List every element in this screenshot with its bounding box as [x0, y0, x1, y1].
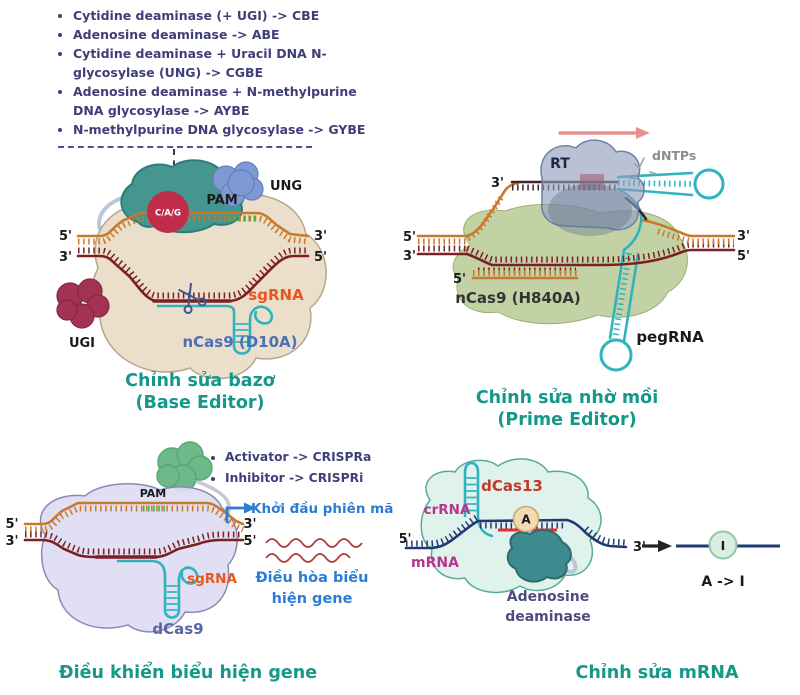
ung-label: UNG	[270, 179, 302, 194]
result-arrow	[642, 540, 672, 552]
title-line: (Base Editor)	[135, 392, 265, 413]
strand-end-label: 5'	[59, 229, 72, 244]
title-line: Chỉnh sửa mRNA	[575, 663, 739, 683]
dcas9-label: dCas9	[152, 620, 203, 638]
legend-item: Adenosine deaminase -> ABE	[73, 25, 379, 44]
strand-end-label: 3'	[59, 250, 72, 265]
dna-teeth	[657, 228, 734, 245]
inosine-base-label: I	[721, 538, 726, 553]
title-line: Chỉnh sửa bazơ	[125, 371, 275, 391]
transcription-start-arrow	[225, 502, 256, 523]
dntps-label: dNTPs	[652, 148, 696, 163]
strand-end-label: 3'	[491, 176, 504, 191]
adenosine-deaminase-blob	[506, 529, 572, 583]
scissors-icon	[178, 282, 207, 314]
title-line: Chỉnh sửa nhờ mồi	[475, 388, 659, 408]
crrna-hairpin	[463, 461, 494, 538]
strand-end-label: 5'	[314, 250, 327, 265]
reverse-transcriptase-blob	[540, 139, 645, 236]
pam-label: PAM	[206, 193, 237, 208]
rt-label: RT	[550, 156, 570, 172]
sgrna-hairpin	[116, 559, 199, 619]
sgrna-label: sgRNA	[187, 571, 237, 587]
base-editor-diagram: UNG PAM C/A/G sgRNA	[56, 159, 327, 380]
deaminase-label: Adenosine	[507, 589, 590, 605]
edited-base-circle	[147, 191, 189, 233]
inosine-base-circle	[708, 530, 738, 560]
title-line: (Prime Editor)	[497, 409, 637, 430]
strand-end-label: 3'	[314, 229, 327, 244]
sgrna-hairpin	[156, 304, 274, 355]
edited-base-label: C/A/G	[155, 209, 181, 219]
pegrna-label: pegRNA	[636, 328, 704, 346]
strand-end-label: 3'	[633, 540, 646, 555]
base-editor-legend: Cytidine deaminase (+ UGI) -> CBE Adenos…	[56, 6, 379, 139]
mrna-editing-diagram: A dCas13 crRNA 5' mRNA 3' Adenosine deam…	[400, 458, 780, 625]
legend-item: Cytidine deaminase + Uracil DNA N-glycos…	[73, 44, 379, 82]
legend-item: N-methylpurine DNA glycosylase -> GYBE	[73, 120, 379, 139]
strand-end-label: 5'	[400, 532, 412, 547]
gene-regulation-diagram: PAM sgRNA dCas9 Khởi đầu phiên mã Điều h…	[5, 441, 393, 638]
gene-regulation-title: Điều khiển biểu hiện gene	[8, 663, 368, 685]
strand-end-label: 3'	[243, 517, 256, 532]
regulation-caption: Điều hòa biểu	[256, 569, 369, 586]
legend-item: Adenosine deaminase + N-methylpurine DNA…	[73, 82, 379, 120]
ugi-label: UGI	[69, 336, 95, 351]
dna-teeth	[465, 241, 734, 263]
adenosine-base-circle	[512, 505, 540, 533]
mrna-squiggles	[265, 538, 363, 563]
legend-item: Inhibitor -> CRISPRi	[225, 468, 405, 489]
strand-end-label: 3'	[737, 229, 750, 244]
deaminase-label: deaminase	[505, 609, 591, 625]
dcas13-label: dCas13	[481, 477, 543, 495]
extension-direction-arrow	[558, 127, 650, 139]
mrna-label: mRNA	[411, 555, 459, 571]
pam-label: PAM	[140, 487, 167, 500]
ung-protein-blob	[212, 161, 264, 207]
dntp-particles	[629, 157, 657, 180]
ugi-protein-blob	[56, 278, 110, 329]
ncas9-label: nCas9 (H840A)	[455, 289, 581, 307]
crrna-label: crRNA	[424, 502, 471, 518]
ncas9-label: nCas9 (D10A)	[182, 333, 297, 351]
strand-end-label: 5'	[403, 230, 416, 245]
gene-regulation-legend: Activator -> CRISPRa Inhibitor -> CRISPR…	[208, 447, 405, 489]
strand-end-label: 5'	[243, 534, 256, 549]
transcription-start-label: Khởi đầu phiên mã	[251, 500, 393, 517]
regulation-caption: hiện gene	[272, 591, 353, 607]
prime-editor-diagram: RT dNTPs 3' 5' 3' 5' 3' 5' nCas9 (H840A)…	[403, 127, 750, 372]
strand-end-label: 3'	[5, 534, 18, 549]
conversion-label: A -> I	[701, 574, 744, 590]
legend-item: Activator -> CRISPRa	[225, 447, 405, 468]
mrna-teeth	[584, 526, 627, 546]
adenosine-base-label: A	[521, 513, 531, 527]
legend-item: Cytidine deaminase (+ UGI) -> CBE	[73, 6, 379, 25]
title-line: Điều khiển biểu hiện gene	[58, 663, 318, 683]
mrna-editing-title: Chỉnh sửa mRNA	[495, 663, 800, 685]
prime-editor-title: Chỉnh sửa nhờ mồi (Prime Editor)	[407, 388, 727, 431]
sgrna-label: sgRNA	[248, 286, 304, 304]
strand-end-label: 5'	[737, 249, 750, 264]
base-editor-title: Chỉnh sửa bazơ (Base Editor)	[40, 371, 360, 414]
dna-teeth	[466, 194, 505, 241]
strand-end-label: 3'	[403, 249, 416, 264]
mrna-teeth	[406, 513, 480, 547]
dashed-separator	[58, 146, 312, 148]
strand-end-label: 5'	[453, 272, 466, 287]
effector-protein-blob	[156, 441, 213, 492]
strand-end-label: 5'	[5, 517, 18, 532]
